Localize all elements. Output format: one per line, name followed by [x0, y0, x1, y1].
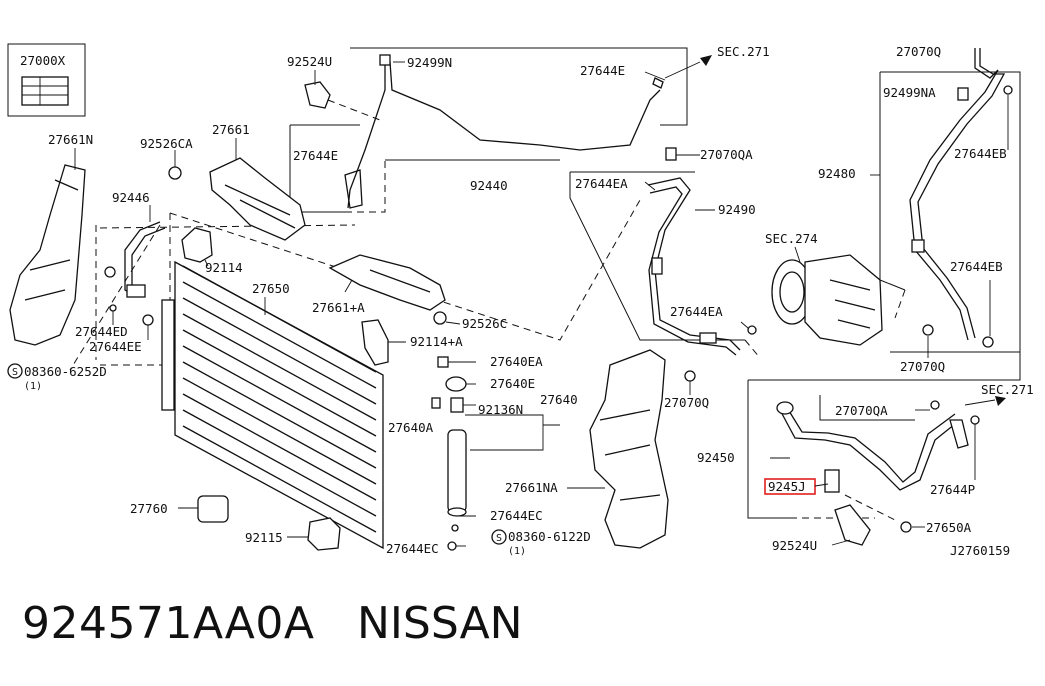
- clip-92524u-top[interactable]: [304, 70, 381, 121]
- label-27070q-tr[interactable]: 27070Q: [896, 44, 941, 59]
- svg-text:S: S: [12, 367, 18, 378]
- bracket-27661[interactable]: [209, 138, 306, 241]
- label-qty-1b: (1): [508, 546, 526, 557]
- bracket-92115[interactable]: [287, 517, 341, 551]
- part-27000x[interactable]: [7, 43, 86, 117]
- fittings-27644ed-ee[interactable]: [104, 266, 154, 340]
- label-27644e-top[interactable]: 27644E: [580, 63, 625, 78]
- label-27640[interactable]: 27640: [540, 392, 578, 407]
- svg-text:S: S: [496, 533, 502, 544]
- label-92450[interactable]: 92450: [697, 450, 735, 465]
- label-27661a[interactable]: 27661+A: [312, 300, 365, 315]
- bracket-27661a[interactable]: [328, 254, 446, 311]
- label-92440[interactable]: 92440: [470, 178, 508, 193]
- highlight-box: [764, 478, 816, 495]
- group-boundaries: [69, 47, 1021, 519]
- label-27650[interactable]: 27650: [252, 281, 290, 296]
- circled-s-marker-1: S: [7, 363, 23, 379]
- hose-92480[interactable]: [870, 48, 1013, 358]
- part-27760[interactable]: [178, 495, 229, 523]
- label-27661na[interactable]: 27661NA: [505, 480, 558, 495]
- label-27640e[interactable]: 27640E: [490, 376, 535, 391]
- label-9245j[interactable]: 9245J: [768, 479, 806, 494]
- label-92114[interactable]: 92114: [205, 260, 243, 275]
- air-guide-27661n[interactable]: [9, 148, 86, 346]
- label-27644ea-top[interactable]: 27644EA: [575, 176, 628, 191]
- label-27070qa-top[interactable]: 27070QA: [700, 147, 753, 162]
- circled-s-marker-2: S: [491, 529, 507, 545]
- label-92524u-top[interactable]: 92524U: [287, 54, 332, 69]
- label-27000x[interactable]: 27000X: [20, 53, 66, 68]
- label-27644ec-2[interactable]: 27644EC: [386, 541, 439, 556]
- bracket-92114a[interactable]: [361, 319, 406, 366]
- label-08360-6252d[interactable]: 08360-6252D: [24, 364, 107, 379]
- receiver-drier-27640[interactable]: [431, 356, 560, 551]
- compressor-sec274[interactable]: [771, 246, 883, 346]
- parts-diagram: S S 27000X 27661N 92526CA 27661 92524U 9…: [7, 43, 1034, 558]
- bracket-92114[interactable]: [181, 227, 213, 267]
- label-27640a[interactable]: 27640A: [388, 420, 434, 435]
- label-27644ec-1[interactable]: 27644EC: [490, 508, 543, 523]
- footer-part-number: 924571AA0A: [22, 598, 315, 649]
- label-92526c[interactable]: 92526C: [462, 316, 507, 331]
- label-sec271-top[interactable]: SEC.271: [717, 44, 770, 59]
- label-92499na[interactable]: 92499NA: [883, 85, 936, 100]
- label-92524u-b[interactable]: 92524U: [772, 538, 817, 553]
- label-27070q-r[interactable]: 27070Q: [900, 359, 945, 374]
- label-92446[interactable]: 92446: [112, 190, 150, 205]
- diagram-id: J2760159: [950, 543, 1010, 558]
- label-92114a[interactable]: 92114+A: [410, 334, 463, 349]
- bracket-27650a[interactable]: [831, 494, 925, 546]
- label-27644eb-1[interactable]: 27644EB: [954, 146, 1007, 161]
- pipe-92450[interactable]: [770, 396, 1006, 493]
- label-27644ea-mid[interactable]: 27644EA: [670, 304, 723, 319]
- label-sec271-b[interactable]: SEC.271: [981, 382, 1034, 397]
- label-sec274[interactable]: SEC.274: [765, 231, 818, 246]
- label-27644p[interactable]: 27644P: [930, 482, 975, 497]
- bolt-92526c[interactable]: [433, 311, 461, 325]
- label-qty-1a: (1): [24, 381, 42, 392]
- label-27644e-mid[interactable]: 27644E: [293, 148, 338, 163]
- label-27644ee[interactable]: 27644EE: [89, 339, 142, 354]
- footer-brand: NISSAN: [357, 598, 523, 649]
- label-92499n[interactable]: 92499N: [407, 55, 452, 70]
- label-92490[interactable]: 92490: [718, 202, 756, 217]
- labels: 27000X 27661N 92526CA 27661 92524U 92499…: [20, 44, 1034, 558]
- label-27644ed[interactable]: 27644ED: [75, 324, 128, 339]
- air-guide-27661na[interactable]: [567, 349, 669, 549]
- label-27760[interactable]: 27760: [130, 501, 168, 516]
- label-92115[interactable]: 92115: [245, 530, 283, 545]
- label-27070q-b[interactable]: 27070Q: [664, 395, 709, 410]
- label-27070qa-b[interactable]: 27070QA: [835, 403, 888, 418]
- condenser-27650[interactable]: [161, 260, 384, 550]
- label-27640ea[interactable]: 27640EA: [490, 354, 543, 369]
- bolt-92526ca[interactable]: [168, 150, 182, 180]
- label-92526ca[interactable]: 92526CA: [140, 136, 193, 151]
- pipe-92490[interactable]: [644, 147, 757, 395]
- part-9245j-highlight[interactable]: [764, 478, 829, 495]
- label-27661n[interactable]: 27661N: [48, 132, 93, 147]
- label-92480[interactable]: 92480: [818, 166, 856, 181]
- hose-92446[interactable]: [124, 205, 166, 298]
- label-08360-6122d[interactable]: 08360-6122D: [508, 529, 591, 544]
- pipe-92440[interactable]: [344, 54, 712, 209]
- label-27650a[interactable]: 27650A: [926, 520, 972, 535]
- label-92136n[interactable]: 92136N: [478, 402, 523, 417]
- label-27661[interactable]: 27661: [212, 122, 250, 137]
- label-27644eb-2[interactable]: 27644EB: [950, 259, 1003, 274]
